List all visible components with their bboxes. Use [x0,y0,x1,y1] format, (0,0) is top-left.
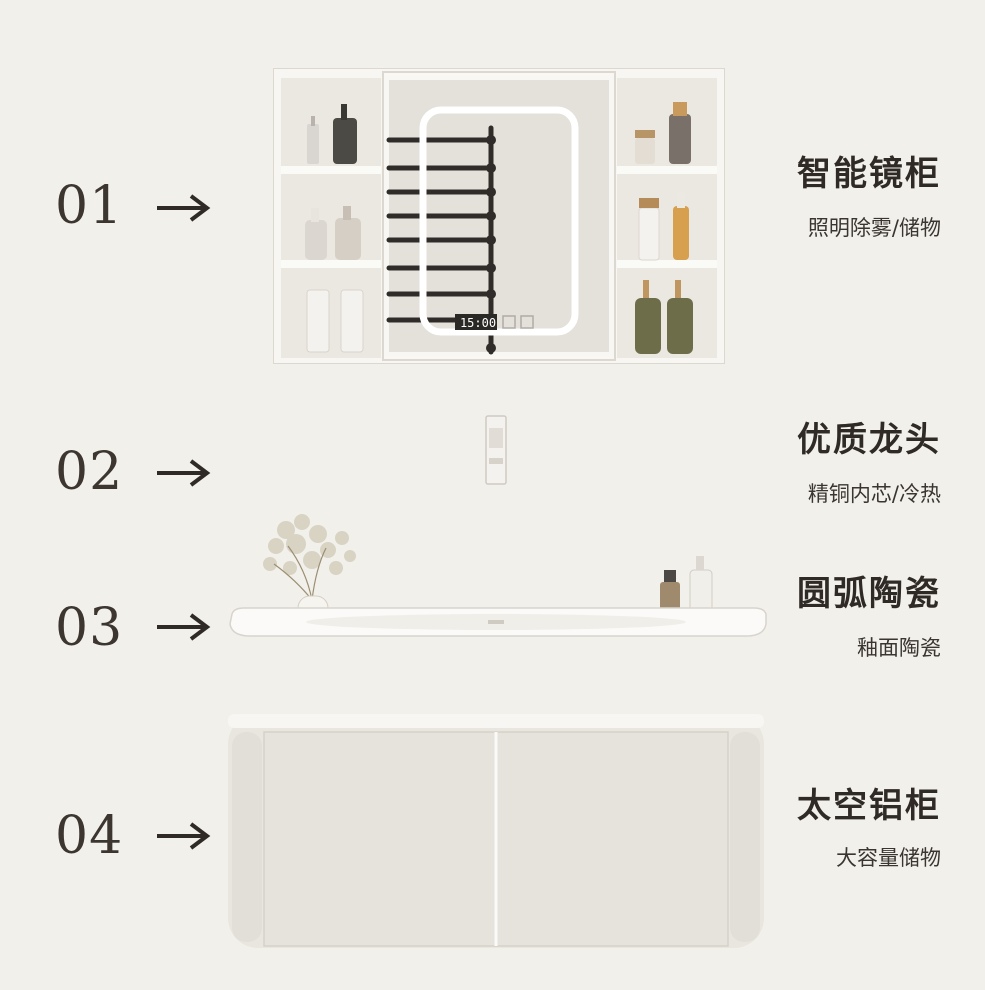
feature-number-02: 02 [55,442,124,502]
feature-number-03: 03 [55,598,124,658]
feature-number-04: 04 [55,806,124,866]
feature-subtitle-faucet: 精铜内芯/冷热 [807,482,941,506]
faucet-image [485,415,507,485]
feature-subtitle-aluminum-cabinet: 大容量储物 [836,846,941,870]
ceramic-basin-image [229,514,767,637]
feature-title-ceramic-basin: 圆弧陶瓷 [797,574,941,614]
feature-title-faucet: 优质龙头 [797,420,941,460]
feature-title-mirror-cabinet: 智能镜柜 [797,154,941,194]
feature-subtitle-ceramic-basin: 釉面陶瓷 [857,636,941,660]
feature-subtitle-mirror-cabinet: 照明除雾/储物 [807,216,941,240]
mirror-clock-display: 15:00 [459,316,497,330]
feature-number-01: 01 [55,176,124,236]
arrow-right-icon [157,822,211,850]
arrow-right-icon [157,459,211,487]
arrow-right-icon [157,194,211,222]
arrow-right-icon [157,613,211,641]
feature-title-aluminum-cabinet: 太空铝柜 [797,786,941,826]
mirror-cabinet-image [273,68,725,364]
aluminum-cabinet-image [228,714,764,948]
